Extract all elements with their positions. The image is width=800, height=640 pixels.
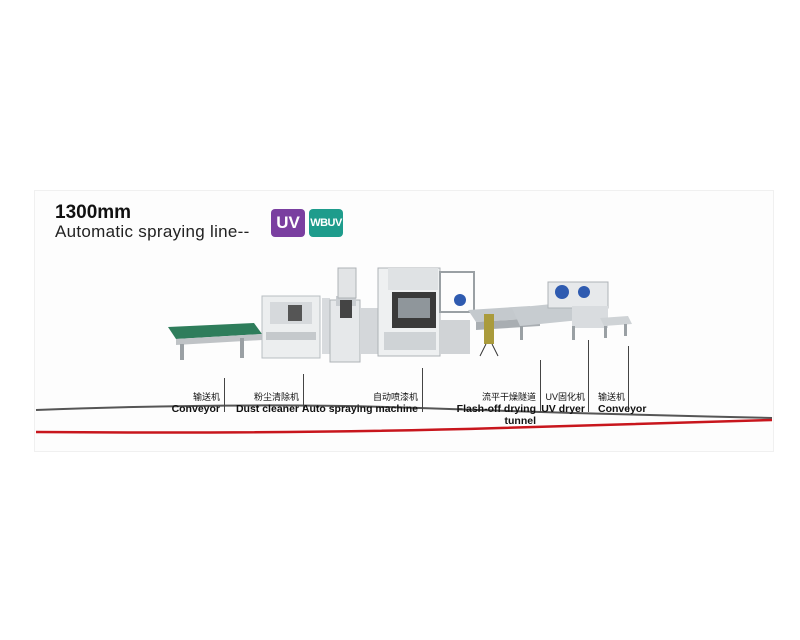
- drying-tunnel-leader: [540, 360, 541, 412]
- station-label-conveyor-2: 输送机 Conveyor: [598, 392, 648, 415]
- wbuv-badge: WBUV: [309, 209, 343, 237]
- station-label-dust-cleaner: 粉尘清除机 Dust cleaner: [220, 392, 299, 415]
- auto-spraying-leader: [422, 368, 423, 412]
- station-en: UV dryer: [541, 403, 585, 415]
- conveyor-2-leader: [628, 346, 629, 412]
- station-en: Dust cleaner: [235, 403, 299, 415]
- dust-cleaner-leader: [303, 374, 304, 412]
- red-swoosh: [35, 418, 773, 434]
- conveyor-1-leader: [224, 378, 225, 412]
- station-label-drying-tunnel: 流平干燥隧道 Flash-off drying tunnel: [426, 392, 536, 427]
- station-cn: 自动喷漆机: [372, 392, 418, 402]
- station-cn: UV固化机: [545, 392, 585, 402]
- station-en: Conveyor: [171, 403, 220, 415]
- dust-cleaner-machine: [261, 295, 330, 359]
- station-en: Auto spraying machine: [301, 403, 418, 415]
- station-en: Flash-off drying tunnel: [456, 403, 536, 427]
- uv-badge: UV: [271, 209, 305, 237]
- station-label-auto-spraying: 自动喷漆机 Auto spraying machine: [300, 392, 418, 415]
- station-cn: 粉尘清除机: [253, 392, 299, 402]
- uv-dryer-leader: [588, 340, 589, 412]
- conveyor-1-machine: [168, 323, 262, 360]
- line-size-title: 1300mm: [55, 202, 132, 223]
- conveyor-2-machine: [600, 316, 632, 338]
- station-cn: 输送机: [192, 392, 220, 402]
- station-label-conveyor-1: 输送机 Conveyor: [140, 392, 220, 415]
- line-name-title: Automatic spraying line--: [55, 222, 250, 241]
- station-cn: 输送机: [598, 392, 626, 402]
- station-label-uv-dryer: UV固化机 UV dryer: [540, 392, 585, 415]
- drying-tunnel-machine: [439, 271, 540, 357]
- gray-swoosh: [35, 404, 773, 419]
- station-cn: 流平干燥隧道: [481, 392, 536, 402]
- auto-spraying-machine: [329, 267, 441, 363]
- station-en: Conveyor: [598, 403, 647, 415]
- uv-dryer-machine: [512, 281, 609, 340]
